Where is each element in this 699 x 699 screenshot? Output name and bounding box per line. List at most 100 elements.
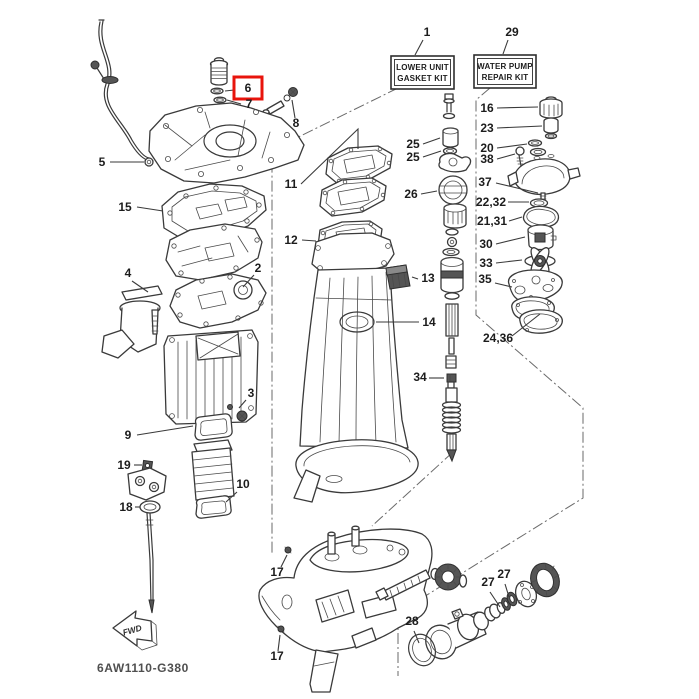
kit1-label-line2: GASKET KIT bbox=[397, 74, 447, 83]
callout-33: 33 bbox=[479, 256, 493, 270]
callout-leader bbox=[422, 137, 441, 145]
callout-9: 9 bbox=[125, 428, 132, 442]
callout-11: 11 bbox=[285, 177, 298, 191]
prop-shaft-assembly bbox=[375, 562, 560, 667]
callout-leader bbox=[277, 634, 281, 652]
ring-26-icon bbox=[438, 175, 468, 205]
exhaust-guide-housing bbox=[148, 102, 305, 184]
callout-24-36: 24,36 bbox=[483, 331, 513, 345]
callout-1: 1 bbox=[424, 25, 431, 39]
water-pump-stack bbox=[507, 96, 581, 334]
washer-part-3-icon bbox=[227, 404, 233, 410]
pickup-bracket-parts-19-18 bbox=[127, 459, 167, 614]
callout-34: 34 bbox=[413, 370, 427, 384]
callout-22-32: 22,32 bbox=[476, 195, 506, 209]
diagram-code: 6AW1110-G380 bbox=[97, 661, 189, 675]
callout-25: 25 bbox=[406, 137, 420, 151]
callout-leader bbox=[300, 127, 359, 185]
kit2-label-line1: WATER PUMP bbox=[477, 62, 533, 71]
callout-leader bbox=[495, 182, 539, 194]
callout-23: 23 bbox=[480, 121, 494, 135]
gasket-2 bbox=[169, 273, 267, 329]
callout-3: 3 bbox=[248, 386, 255, 400]
callout-leader bbox=[225, 491, 238, 503]
callout-leader bbox=[494, 282, 513, 288]
highlight-box bbox=[232, 75, 264, 101]
callout-leader bbox=[291, 99, 296, 119]
callout-leader bbox=[414, 39, 424, 56]
callout-15: 15 bbox=[118, 200, 132, 214]
shift-rod bbox=[146, 512, 152, 605]
callout-4: 4 bbox=[125, 266, 132, 280]
o-ring-7-icon bbox=[213, 96, 227, 104]
lower-unit-gasket-kit-box: LOWER UNIT GASKET KIT bbox=[390, 55, 455, 90]
callout-17: 17 bbox=[270, 649, 284, 663]
callout-leader bbox=[495, 259, 523, 264]
muffler-part-10 bbox=[191, 439, 235, 519]
callout-leader bbox=[502, 39, 509, 55]
callout-leader bbox=[420, 190, 438, 195]
kit2-label-line2: REPAIR KIT bbox=[482, 73, 529, 82]
callout-17: 17 bbox=[270, 565, 284, 579]
callout-21-31: 21,31 bbox=[477, 214, 507, 228]
callout-leader bbox=[496, 153, 516, 160]
bolt-38-icon bbox=[515, 146, 525, 156]
callout-leader bbox=[496, 125, 543, 129]
o-ring-6-icon bbox=[210, 87, 224, 95]
gaskets-24-36-icon bbox=[511, 296, 563, 334]
callout-18: 18 bbox=[119, 500, 133, 514]
callout-leader bbox=[238, 399, 247, 409]
callout-leader bbox=[136, 206, 164, 212]
o-ring-18-icon bbox=[139, 500, 161, 514]
ring-nut-icon bbox=[530, 562, 560, 598]
oil-plug-parts-6-7 bbox=[209, 57, 229, 104]
callout-leader bbox=[136, 425, 194, 436]
callout-14: 14 bbox=[422, 315, 436, 329]
callout-10: 10 bbox=[236, 477, 250, 491]
tube-bolt-icon bbox=[90, 60, 100, 70]
callout-leader bbox=[226, 99, 242, 105]
gear-case bbox=[258, 525, 433, 693]
callout-19: 19 bbox=[117, 458, 131, 472]
callout-leader bbox=[131, 280, 149, 293]
speedo-tube-part-5 bbox=[90, 19, 154, 167]
callout-37: 37 bbox=[478, 175, 492, 189]
retainer-plate-icon bbox=[514, 580, 538, 608]
callout-leader bbox=[242, 274, 255, 288]
pin-part-8 bbox=[262, 87, 298, 115]
callout-2: 2 bbox=[255, 261, 262, 275]
callout-leader bbox=[496, 143, 528, 149]
callout-leader bbox=[489, 591, 501, 608]
gaskets-11 bbox=[319, 145, 393, 217]
callout-27: 27 bbox=[497, 567, 511, 581]
callout-leader bbox=[495, 236, 526, 245]
oil-pan-housing bbox=[163, 329, 259, 425]
callout-38: 38 bbox=[480, 152, 494, 166]
callout-leader bbox=[511, 313, 541, 337]
callout-5: 5 bbox=[99, 155, 106, 169]
callout-13: 13 bbox=[421, 271, 435, 285]
callout-leader bbox=[422, 150, 442, 158]
seal-23-icon bbox=[543, 117, 559, 134]
callout-35: 35 bbox=[478, 272, 492, 286]
callout-16: 16 bbox=[480, 101, 494, 115]
driveshaft-part-34 bbox=[441, 337, 462, 463]
clip-34-icon bbox=[446, 373, 457, 383]
gasket-9 bbox=[194, 413, 233, 441]
callout-leader bbox=[301, 239, 317, 242]
callout-30: 30 bbox=[479, 237, 493, 251]
callout-leader bbox=[508, 216, 523, 222]
o-ring-14 bbox=[339, 311, 375, 333]
seals-27-icon bbox=[484, 591, 518, 622]
callout-12: 12 bbox=[284, 233, 298, 247]
callout-6: 6 bbox=[245, 81, 252, 95]
callout-27: 27 bbox=[481, 575, 495, 589]
driveshaft-bearing-stack bbox=[438, 93, 472, 337]
grommet-part-13 bbox=[385, 264, 411, 290]
callout-leader bbox=[280, 554, 288, 568]
callout-20: 20 bbox=[480, 141, 494, 155]
o-ring-28-icon bbox=[408, 633, 436, 667]
